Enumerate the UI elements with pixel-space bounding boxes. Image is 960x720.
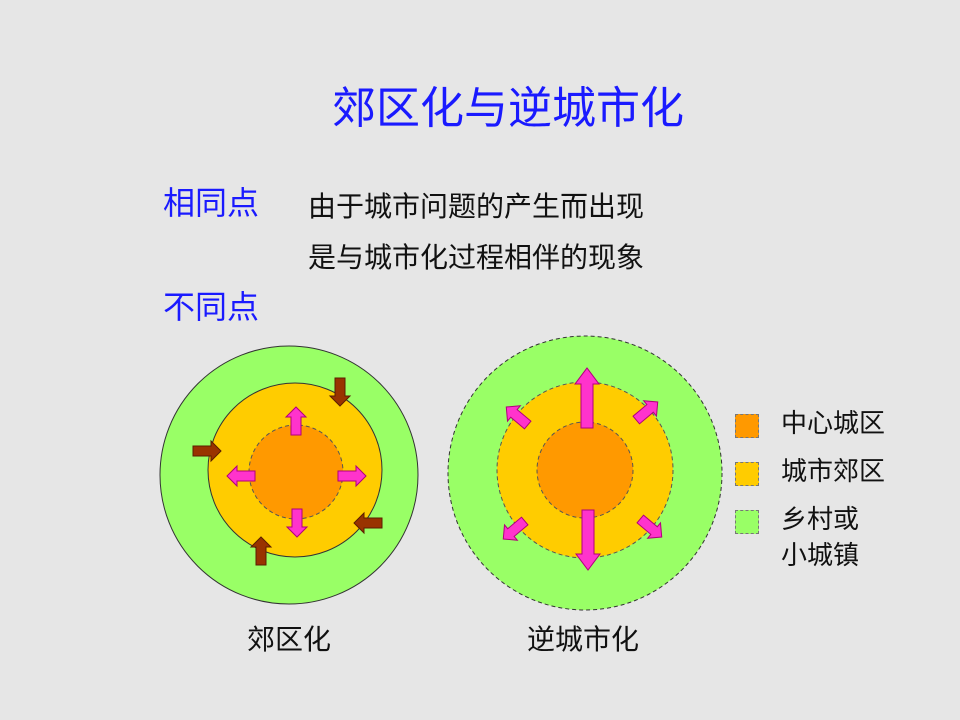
legend-swatch (735, 510, 759, 534)
legend-label: 乡村或 小城镇 (781, 505, 860, 571)
similar-line-1: 由于城市问题的产生而出现 (308, 190, 645, 223)
counter-urbanization-caption: 逆城市化 (527, 623, 640, 656)
legend-swatch (735, 462, 759, 486)
page-title: 郊区化与逆城市化 (332, 83, 684, 134)
different-heading: 不同点 (163, 288, 260, 326)
suburbanization-caption: 郊区化 (247, 623, 332, 656)
suburbanization-diagram (159, 345, 419, 605)
similar-line-2: 是与城市化过程相伴的现象 (308, 241, 645, 274)
counter-urbanization-diagram (447, 335, 723, 611)
similar-heading: 相同点 (163, 184, 260, 222)
legend-label: 中心城区 (781, 409, 886, 439)
center-area (536, 421, 634, 519)
center-area (248, 424, 344, 520)
legend-label: 城市郊区 (781, 457, 886, 487)
legend-swatch (735, 414, 759, 438)
